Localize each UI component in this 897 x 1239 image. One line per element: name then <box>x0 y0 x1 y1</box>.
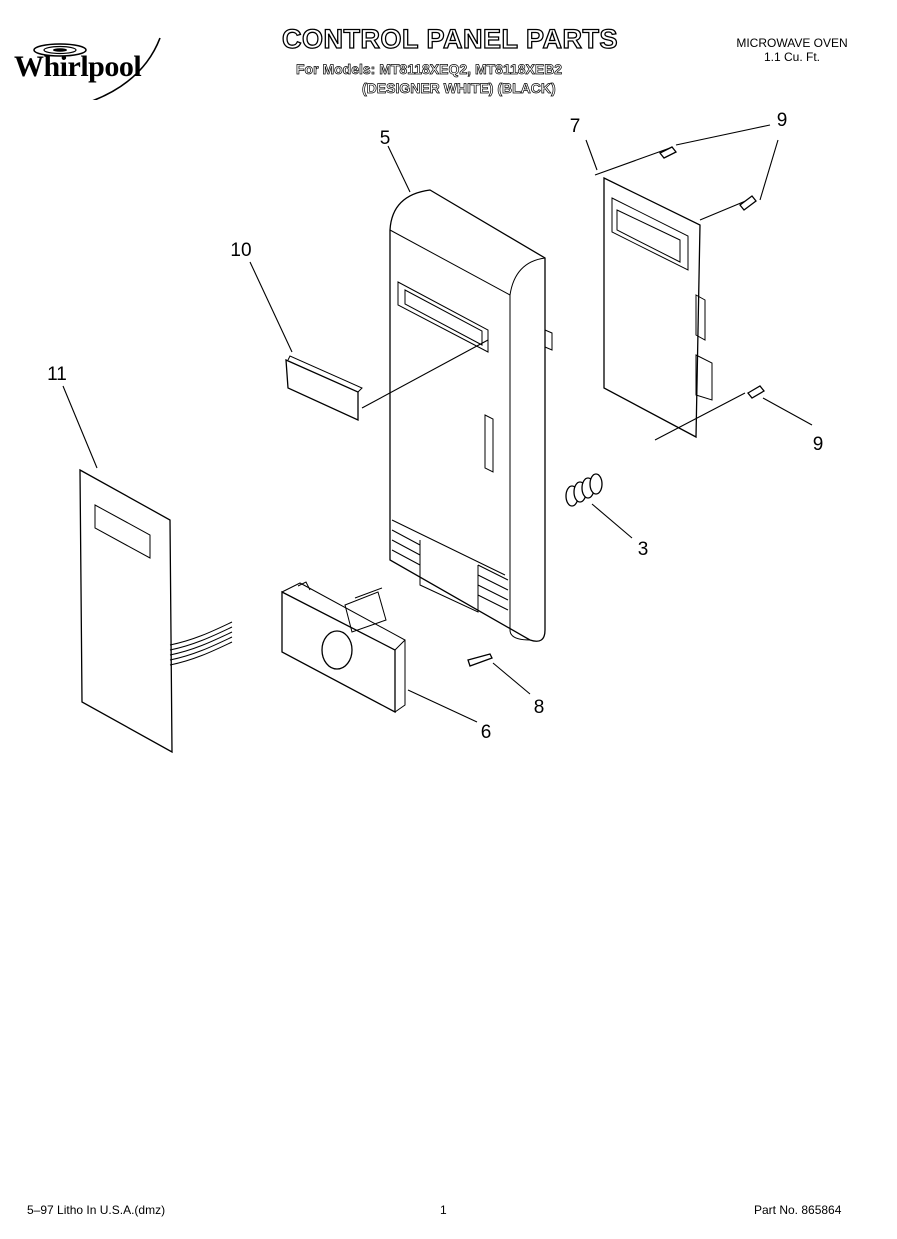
part-11-touch-panel <box>79 468 233 754</box>
part-7-control-board <box>594 147 749 441</box>
part-6-release-button <box>281 581 406 714</box>
model-numbers: For Models: MT8118XEQ2, MT8118XEB2 <box>296 61 563 78</box>
part-8-screw <box>467 653 493 667</box>
callout-8: 8 <box>533 697 545 718</box>
callout-9-top: 9 <box>776 110 788 131</box>
part-9-screws <box>658 146 765 399</box>
part-3-spring <box>565 473 603 507</box>
footer-litho: 5–97 Litho In U.S.A.(dmz) <box>27 1203 166 1217</box>
callout-3: 3 <box>637 539 649 560</box>
part-10-window <box>285 355 363 422</box>
product-type: MICROWAVE OVEN <box>736 36 848 50</box>
brand-name: Whirlpool <box>14 50 142 83</box>
part-5-control-frame <box>361 189 553 642</box>
callout-10: 10 <box>230 240 252 261</box>
model-finishes: (DESIGNER WHITE) (BLACK) <box>362 80 556 97</box>
callout-6: 6 <box>480 722 492 743</box>
page-number: 1 <box>440 1203 447 1217</box>
part-number: Part No. 865864 <box>754 1203 842 1217</box>
callout-5: 5 <box>379 128 391 149</box>
callout-7: 7 <box>569 116 581 137</box>
callout-11: 11 <box>47 364 67 385</box>
callout-9-bottom: 9 <box>812 434 824 455</box>
product-capacity: 1.1 Cu. Ft. <box>763 50 821 64</box>
page-title: CONTROL PANEL PARTS <box>281 23 619 54</box>
logo-swirl-icon <box>33 37 161 100</box>
leader-lines <box>62 124 813 723</box>
